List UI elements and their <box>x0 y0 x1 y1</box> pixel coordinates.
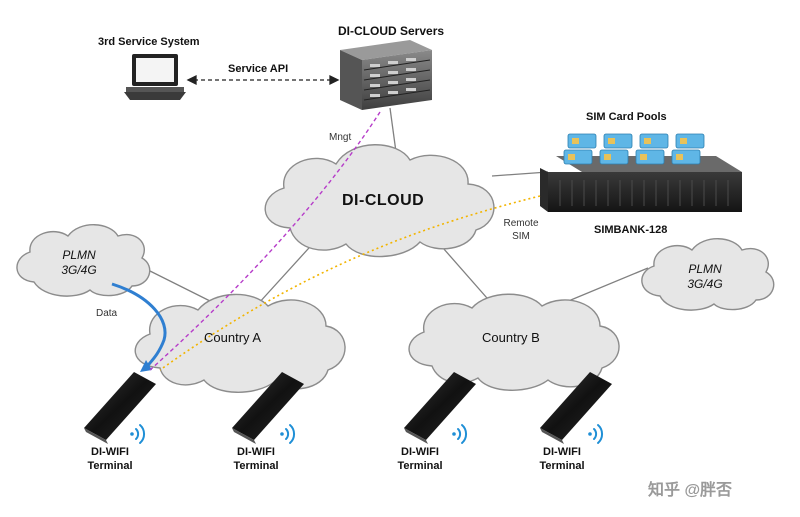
server-rack-icon <box>340 40 432 110</box>
terminal-sublabel-4: Terminal <box>530 460 594 472</box>
terminal-label-2: DI-WIFI <box>224 446 288 458</box>
servers-label: DI-CLOUD Servers <box>338 24 444 38</box>
terminal-device-1 <box>84 372 156 444</box>
link-servers-cloud <box>390 108 396 152</box>
sim-chip <box>640 154 647 160</box>
terminal-sublabel-3: Terminal <box>388 460 452 472</box>
mngt-label: Mngt <box>329 132 351 143</box>
terminal-sublabel-2: Terminal <box>224 460 288 472</box>
sim-chip <box>644 138 651 144</box>
sim-chip <box>680 138 687 144</box>
link-countryb-plmn <box>566 268 648 302</box>
di-cloud-label: DI-CLOUD <box>342 192 424 210</box>
plmn-left-line2: 3G/4G <box>46 263 112 277</box>
third-service-label: 3rd Service System <box>98 36 200 48</box>
plmn-left-line1: PLMN <box>46 248 112 262</box>
link-cloud-simbank <box>492 172 548 176</box>
data-label: Data <box>96 308 117 319</box>
simbank-label: SIMBANK-128 <box>594 224 667 236</box>
sim-chip <box>676 154 683 160</box>
link-plmn-countrya <box>148 270 212 302</box>
wifi-icon <box>130 425 144 443</box>
sim-chip <box>604 154 611 160</box>
service-api-arrow <box>188 76 338 84</box>
sim-chip <box>608 138 615 144</box>
service-api-label: Service API <box>228 63 288 75</box>
watermark: 知乎 @胖否 <box>648 476 732 500</box>
laptop-icon <box>124 54 186 100</box>
terminal-label-4: DI-WIFI <box>530 446 594 458</box>
link-cloud-countryb <box>436 240 494 306</box>
terminal-label-1: DI-WIFI <box>78 446 142 458</box>
wifi-icon <box>280 425 294 443</box>
remote-label: Remote <box>496 218 546 229</box>
sim-chip <box>568 154 575 160</box>
wifi-icons <box>130 425 602 443</box>
sim-label: SIM <box>496 231 546 242</box>
country-b-label: Country B <box>482 330 540 345</box>
terminal-sublabel-1: Terminal <box>78 460 142 472</box>
country-a-label: Country A <box>204 330 261 345</box>
terminal-label-3: DI-WIFI <box>388 446 452 458</box>
sim-chip <box>572 138 579 144</box>
plmn-right-line2: 3G/4G <box>672 277 738 291</box>
sim-pools-label: SIM Card Pools <box>586 111 667 123</box>
wifi-icon <box>588 425 602 443</box>
plmn-right-line1: PLMN <box>672 262 738 276</box>
wifi-icon <box>452 425 466 443</box>
